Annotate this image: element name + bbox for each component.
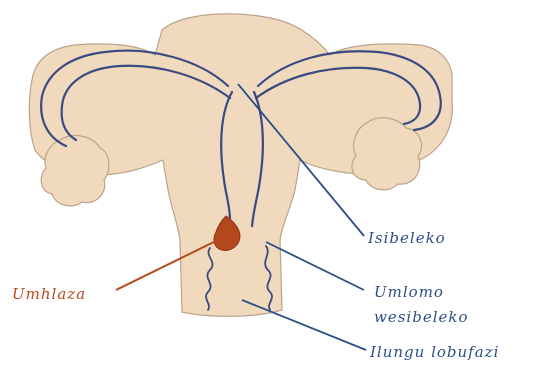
left-ovary — [41, 136, 109, 206]
label-cervix-line1: Umlomo — [374, 283, 444, 301]
label-uterus: Isibeleko — [367, 229, 446, 247]
label-vagina: Ilungu lobufazi — [369, 343, 499, 361]
label-growth: Umhlaza — [12, 285, 86, 303]
label-cervix-line2: wesibeleko — [374, 308, 469, 326]
pointer-vagina — [242, 300, 366, 350]
